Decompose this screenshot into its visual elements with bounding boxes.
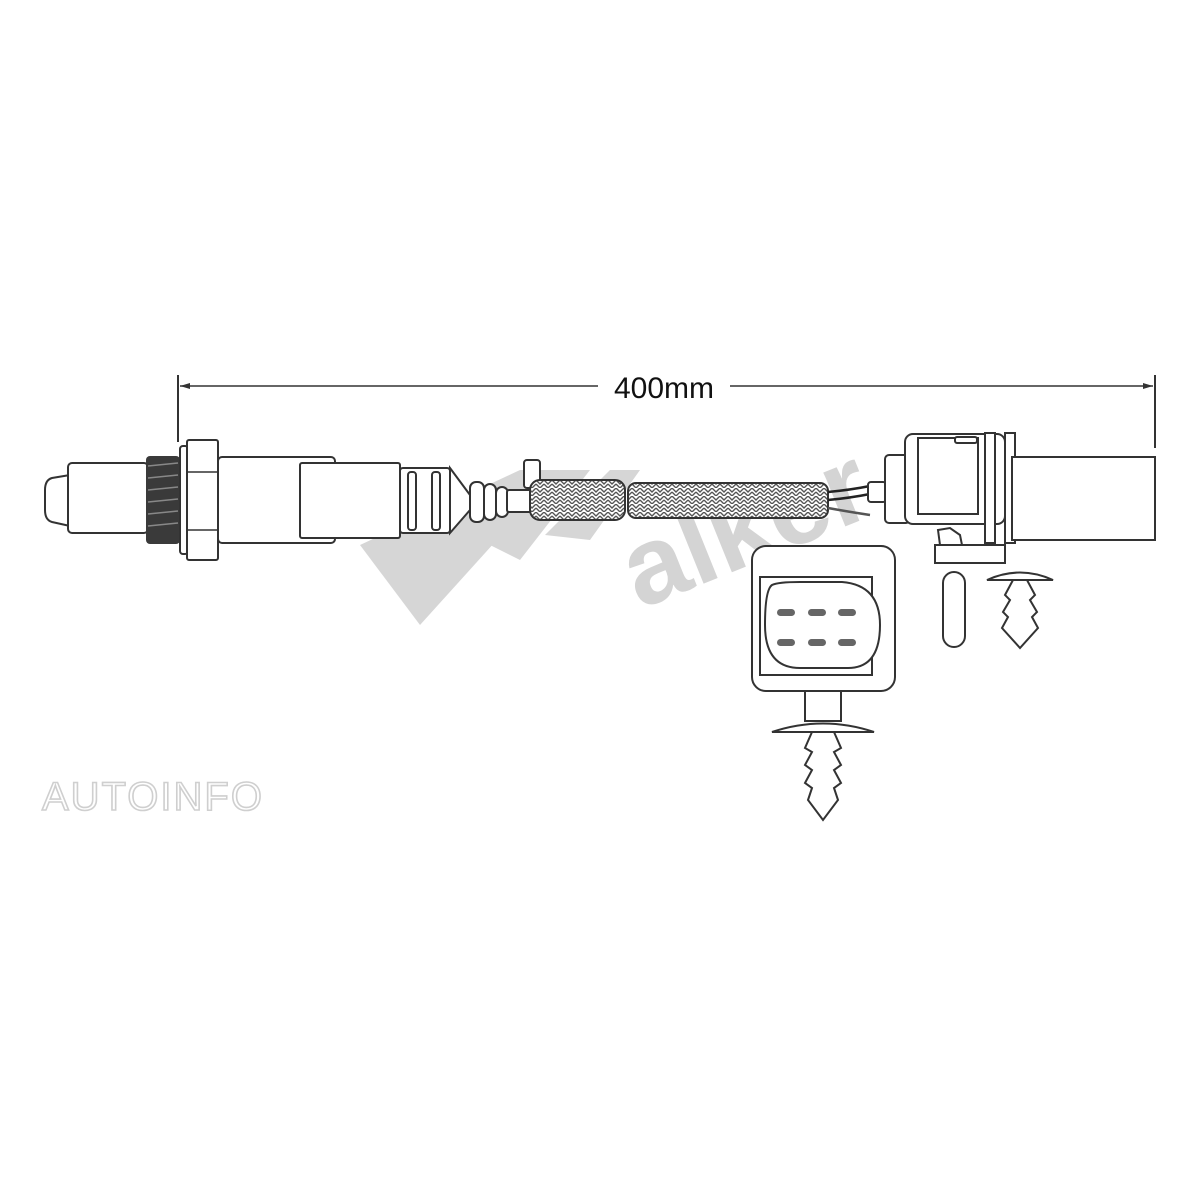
connector-housing <box>1011 456 1156 541</box>
latch-clip <box>942 571 966 648</box>
autoinfo-watermark: AUTOINFO <box>42 775 264 819</box>
hex-nut <box>186 439 219 561</box>
connector-face <box>751 545 896 822</box>
wires <box>827 484 871 517</box>
braided-cable <box>529 479 829 521</box>
dimension-line: 400mm <box>177 372 1156 448</box>
small-push-clip <box>1000 579 1040 650</box>
push-clip <box>803 731 843 822</box>
connector-pins <box>777 609 856 646</box>
dimension-label: 400mm <box>614 372 714 405</box>
main-connector <box>867 432 1156 650</box>
sensor-probe <box>44 439 541 561</box>
